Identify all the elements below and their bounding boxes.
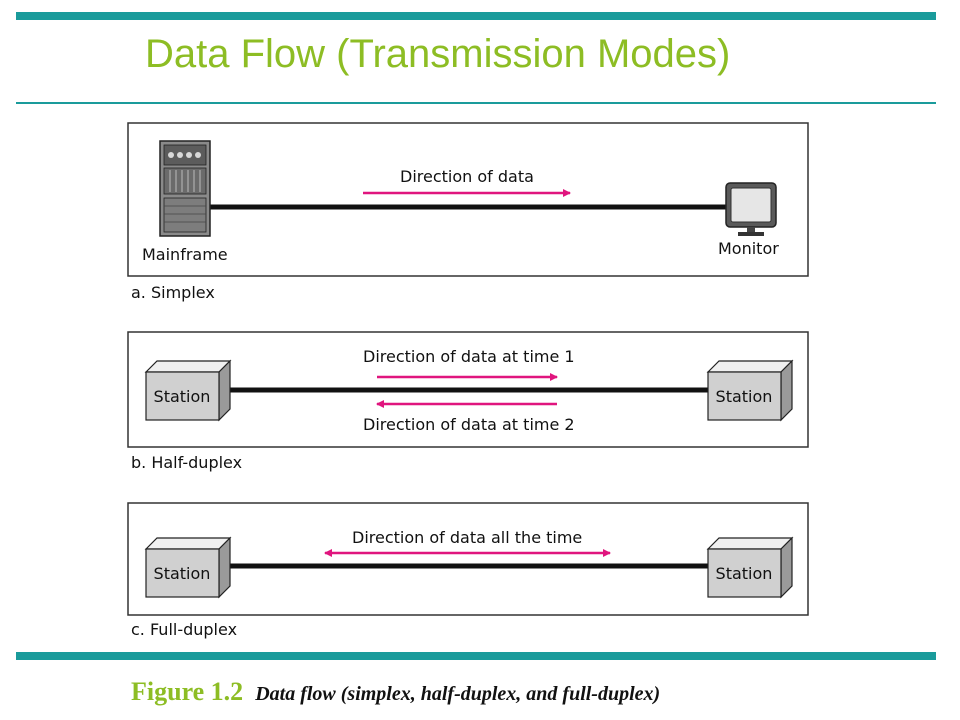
monitor-icon xyxy=(725,182,777,236)
slide-title: Data Flow (Transmission Modes) xyxy=(145,32,731,76)
half-duplex-time1-label: Direction of data at time 1 xyxy=(363,347,575,366)
top-rule xyxy=(16,12,936,20)
left-station-icon xyxy=(144,536,232,599)
station-label: Station xyxy=(716,387,773,406)
figure-caption: Figure 1.2 Data flow (simplex, half-duple… xyxy=(131,676,660,712)
full-duplex-caption: c. Full-duplex xyxy=(131,620,237,639)
half-duplex-time2-label: Direction of data at time 2 xyxy=(363,415,575,434)
full-duplex-arrow-label: Direction of data all the time xyxy=(352,528,582,547)
station-label: Station xyxy=(154,564,211,583)
right-station-icon xyxy=(706,359,794,422)
station-label: Station xyxy=(154,387,211,406)
figure-caption-text: Data flow (simplex, half-duplex, and ful… xyxy=(255,683,661,705)
full-duplex-panel xyxy=(127,502,809,616)
simplex-panel xyxy=(127,122,809,277)
right-station-icon xyxy=(706,536,794,599)
title-underline xyxy=(16,102,936,104)
mainframe-icon xyxy=(159,140,211,237)
simplex-caption: a. Simplex xyxy=(131,283,215,302)
half-duplex-caption: b. Half-duplex xyxy=(131,453,242,472)
mainframe-label: Mainframe xyxy=(142,245,228,264)
bottom-rule xyxy=(16,652,936,660)
monitor-label: Monitor xyxy=(718,239,779,258)
figure-caption-label: Figure 1.2 xyxy=(131,677,244,706)
station-label: Station xyxy=(716,564,773,583)
left-station-icon xyxy=(144,359,232,422)
simplex-arrow-label: Direction of data xyxy=(400,167,534,186)
